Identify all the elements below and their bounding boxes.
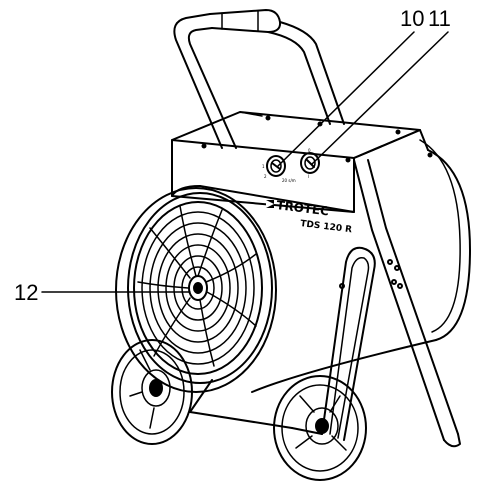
leader-11 — [311, 31, 449, 165]
callout-11: 11 — [428, 6, 451, 31]
knob-marks: 1 2 20 s/m 0 I — [262, 148, 311, 183]
cylinder-body — [115, 139, 471, 393]
fan-guard — [133, 201, 263, 375]
dial-mark-right-b: I — [308, 174, 309, 179]
callout-12: 12 — [14, 280, 38, 305]
wheel-left — [111, 339, 193, 445]
dial-mark-left-c: 20 s/m — [282, 178, 296, 183]
leader-lines — [41, 31, 449, 293]
brand-plate: TROTEC TDS 120 R — [266, 198, 353, 235]
callout-10: 10 — [400, 6, 424, 31]
wheel-right — [273, 375, 367, 481]
brand-name: TROTEC — [276, 198, 330, 218]
handle-frame — [173, 9, 461, 448]
knob-thermostat — [266, 155, 286, 177]
model-name: TDS 120 R — [300, 219, 353, 235]
dial-mark-left-a: 1 — [262, 164, 265, 169]
dial-mark-left-b: 2 — [264, 174, 267, 179]
knob-mode-switch — [300, 152, 320, 174]
dial-mark-right-a: 0 — [308, 148, 311, 153]
leader-10 — [277, 31, 415, 167]
